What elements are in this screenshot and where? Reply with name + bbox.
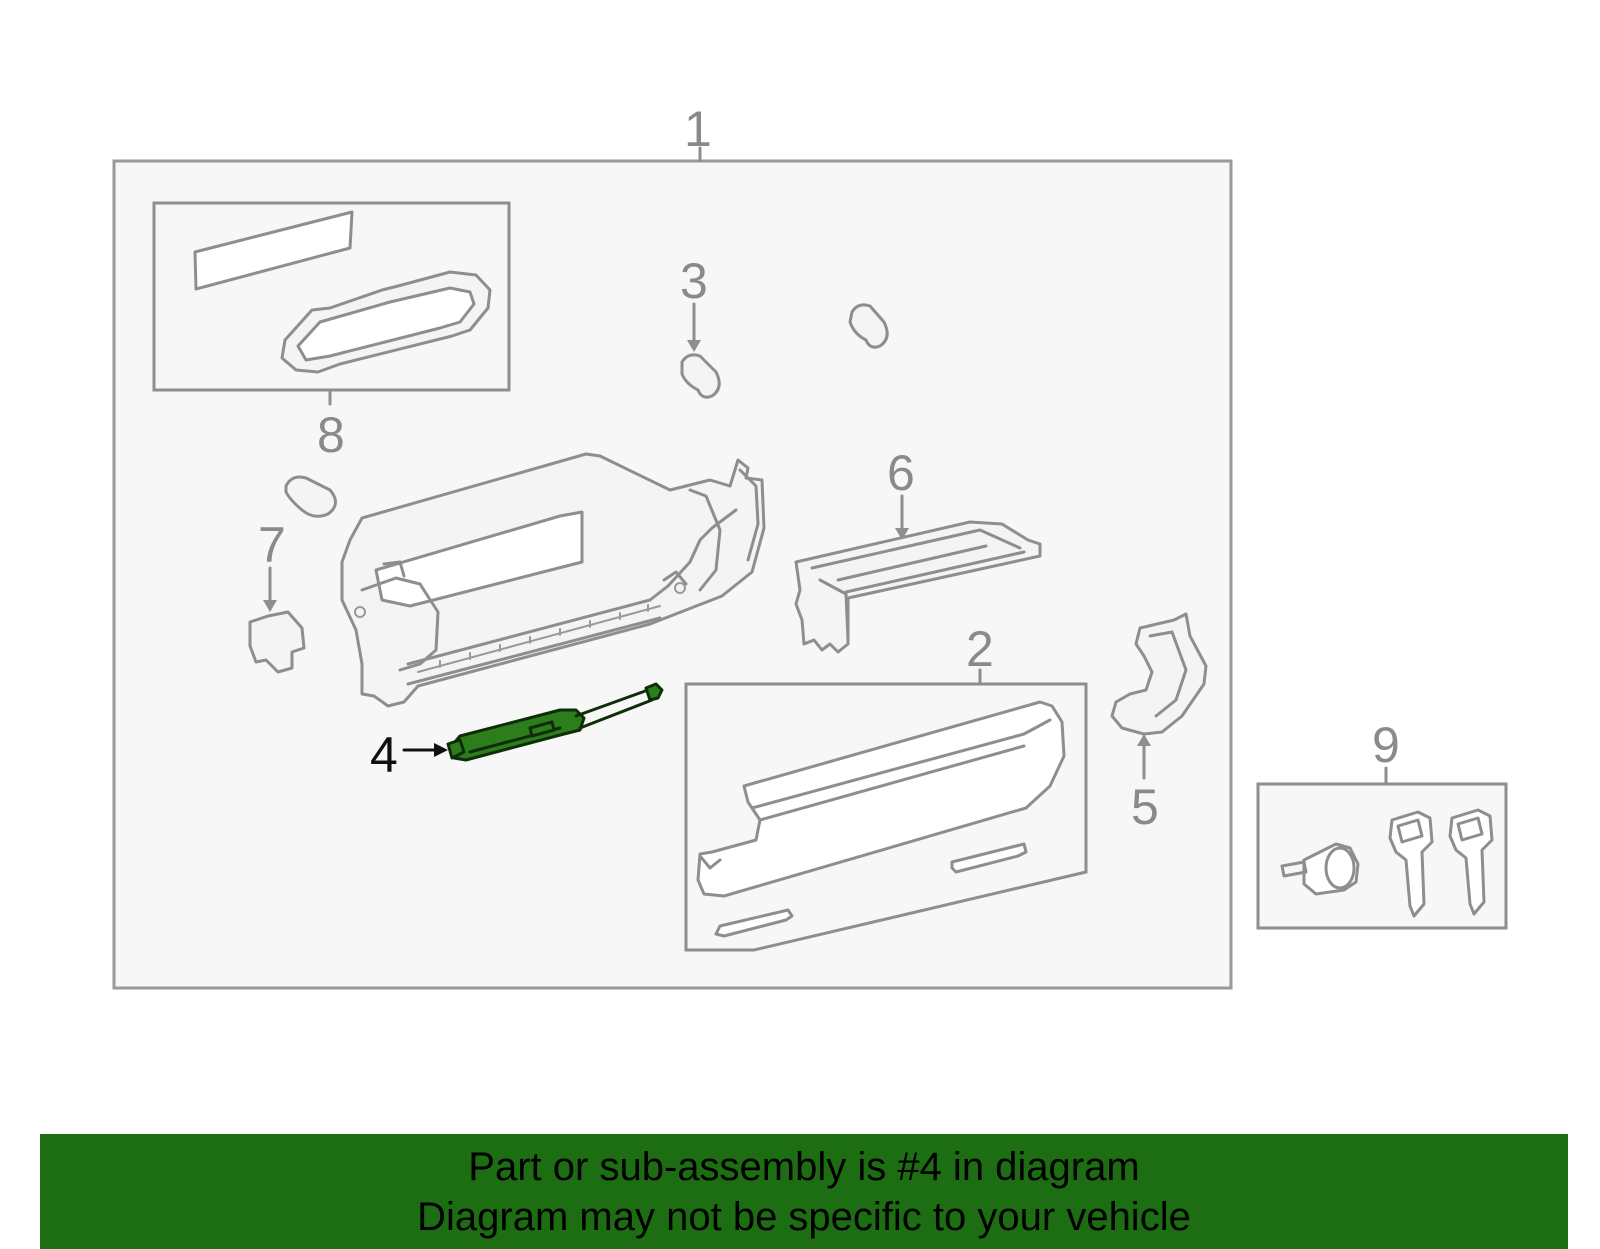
- key-1: [1388, 810, 1434, 918]
- lock-cylinder: [1280, 842, 1360, 896]
- subassembly-frame-9: [1256, 782, 1508, 930]
- bracket-7: [248, 610, 306, 674]
- damper-strut-4[interactable]: [446, 682, 664, 762]
- label-plate: [193, 210, 354, 291]
- callout-8[interactable]: 8: [317, 407, 345, 463]
- banner-line-2: Diagram may not be specific to your vehi…: [417, 1195, 1191, 1239]
- bumper-7: [284, 475, 337, 518]
- parts-diagram: 1 8 3 7: [112, 101, 1508, 990]
- callout-7[interactable]: 7: [258, 517, 286, 573]
- callout-4[interactable]: 4: [370, 727, 398, 783]
- side-bracket-5: [1110, 612, 1208, 736]
- callout-1[interactable]: 1: [684, 101, 712, 157]
- callout-3[interactable]: 3: [680, 253, 708, 309]
- callout-2[interactable]: 2: [966, 621, 994, 677]
- callout-5[interactable]: 5: [1131, 779, 1159, 835]
- glove-box-housing: [340, 452, 766, 708]
- callout-9[interactable]: 9: [1372, 717, 1400, 773]
- callout-6[interactable]: 6: [887, 445, 915, 501]
- glove-box-rail-6: [794, 520, 1042, 654]
- info-banner: Part or sub-assembly is #4 in diagram Di…: [40, 1134, 1568, 1249]
- clip-part-3: [680, 353, 721, 399]
- clip-upper: [848, 303, 889, 349]
- key-2: [1448, 808, 1494, 916]
- glove-box-bezel: [280, 270, 492, 374]
- glove-box-door-2: [696, 700, 1066, 938]
- banner-line-1: Part or sub-assembly is #4 in diagram: [468, 1145, 1140, 1189]
